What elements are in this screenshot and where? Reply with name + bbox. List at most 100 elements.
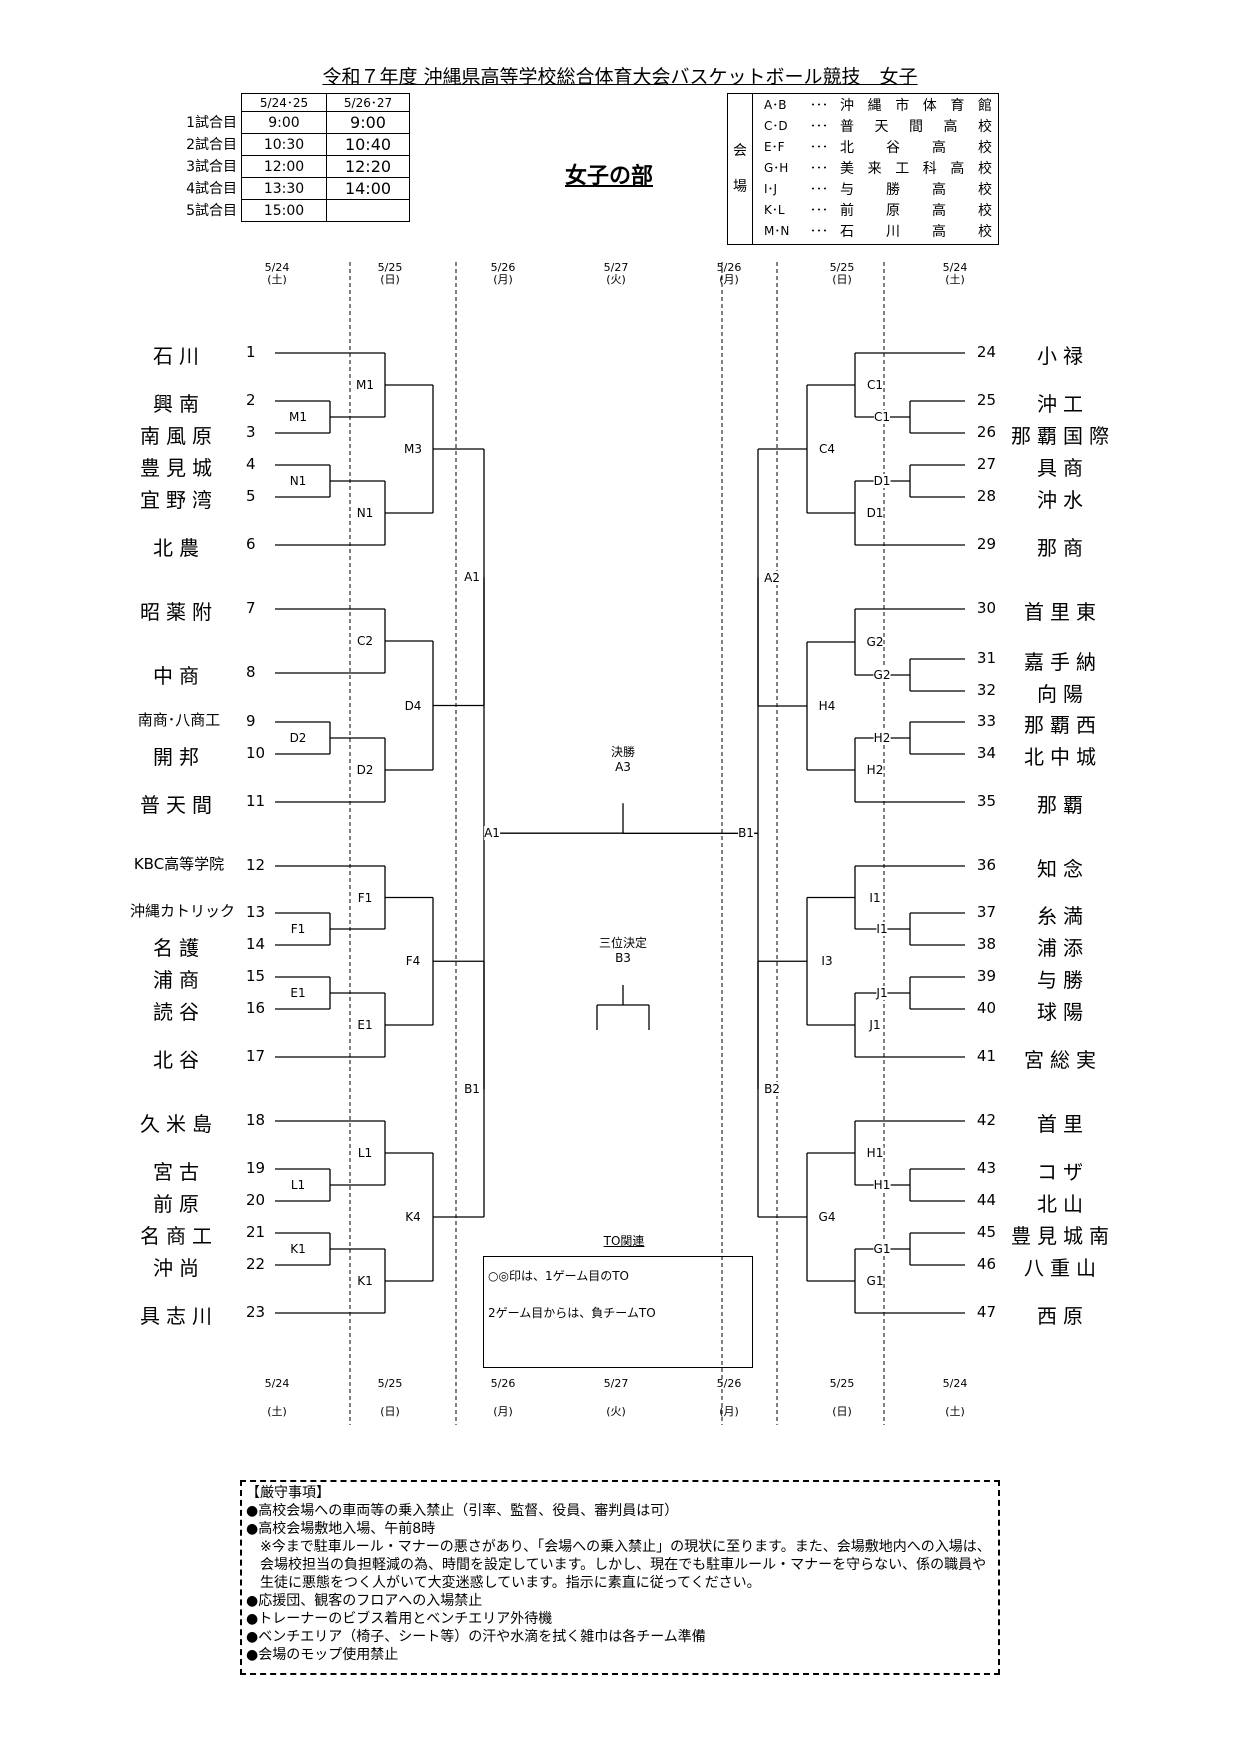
date-header: 5/25(日) — [365, 1378, 415, 1418]
schedule-col-header: 5/26･27 — [326, 93, 410, 112]
match-code-r4: B1 — [464, 1082, 480, 1097]
team-name-left: 具志川 — [140, 1304, 218, 1328]
venue-name: 美来工科高校 — [840, 160, 994, 177]
match-code-r4: A2 — [764, 570, 780, 585]
match-code-r2: E1 — [357, 1018, 373, 1032]
date-header: 5/26(月) — [478, 1378, 528, 1418]
venue-dots: ･･･ — [810, 98, 829, 112]
seed-number-left: 14 — [246, 935, 266, 953]
schedule-row-label: 5試合目 — [186, 202, 237, 219]
match-code-r1: I1 — [876, 922, 888, 936]
rules-line: ●会場のモップ使用禁止 — [246, 1647, 399, 1663]
team-name-right: 浦添 — [1037, 936, 1089, 960]
team-name-right: 知念 — [1037, 857, 1089, 881]
venue-code: M･N — [764, 224, 790, 238]
date-header: 5/26(月) — [478, 262, 528, 286]
match-code-r1: N1 — [289, 474, 307, 488]
venue-code: E･F — [764, 140, 785, 154]
team-name-right: 糸満 — [1037, 904, 1089, 928]
date-label: 5/24 — [942, 261, 968, 274]
seed-number-left: 20 — [246, 1191, 266, 1209]
team-name-right: 西原 — [1037, 1304, 1089, 1328]
schedule-row-label: 2試合目 — [186, 136, 237, 153]
team-name-right: 沖水 — [1037, 488, 1089, 512]
rules-line: ●高校会場への車両等の乗入禁止（引率、監督、役員、審判員は可） — [246, 1503, 679, 1519]
match-code-r2: K1 — [357, 1274, 373, 1288]
rules-line: ●トレーナーのビブス着用とベンチエリア外待機 — [246, 1611, 553, 1627]
venue-name: 北谷高校 — [840, 139, 994, 156]
seed-number-right: 24 — [976, 343, 996, 361]
seed-number-right: 39 — [976, 967, 996, 985]
match-code-r3: H4 — [818, 699, 836, 713]
date-header: 5/24(土) — [930, 262, 980, 286]
team-name-right: 向陽 — [1037, 682, 1089, 706]
final-code: A3 — [615, 760, 631, 774]
date-label: 5/24 — [942, 1377, 968, 1390]
venue-code: G･H — [764, 161, 789, 175]
seed-number-right: 40 — [976, 999, 996, 1017]
day-label: (日) — [832, 273, 852, 286]
day-label: (日) — [380, 1405, 400, 1418]
team-name-right: 那商 — [1037, 536, 1089, 560]
seed-number-right: 38 — [976, 935, 996, 953]
seed-number-right: 28 — [976, 487, 996, 505]
date-header: 5/26(月) — [704, 262, 754, 286]
seed-number-right: 42 — [976, 1111, 996, 1129]
match-code-r3: D4 — [404, 698, 422, 713]
seed-number-left: 1 — [246, 343, 256, 361]
team-name-right: 那覇国際 — [1011, 424, 1115, 448]
team-name-left: 前原 — [153, 1192, 205, 1216]
day-label: (土) — [945, 1405, 965, 1418]
venue-name: 石川高校 — [840, 223, 994, 240]
third-place-code: B3 — [615, 951, 631, 965]
team-name-left: 北谷 — [153, 1048, 205, 1072]
date-header: 5/25(日) — [817, 262, 867, 286]
seed-number-left: 3 — [246, 423, 256, 441]
match-code-r2: C2 — [356, 634, 374, 648]
seed-number-left: 9 — [246, 712, 256, 730]
team-name-left: 興南 — [153, 392, 205, 416]
match-code-r2: H1 — [866, 1146, 884, 1160]
match-code-r2: D1 — [866, 506, 884, 520]
schedule-cell: 10:40 — [326, 133, 410, 156]
match-code-r1: H1 — [873, 1178, 891, 1192]
seed-number-left: 18 — [246, 1111, 266, 1129]
to-line: ○◎印は、1ゲーム目のTO — [488, 1269, 629, 1283]
team-name-right: 宮総実 — [1024, 1048, 1102, 1072]
day-label: (火) — [606, 1405, 626, 1418]
rules-header: 【厳守事項】 — [246, 1485, 330, 1501]
seed-number-right: 47 — [976, 1303, 996, 1321]
match-code-r1: J1 — [876, 986, 888, 1000]
date-header: 5/24(土) — [252, 1378, 302, 1418]
team-name-left: 中商 — [153, 664, 205, 688]
team-name-left: 昭薬附 — [140, 600, 218, 624]
team-name-right: 与勝 — [1037, 968, 1089, 992]
day-label: (月) — [719, 273, 739, 286]
to-line: 2ゲーム目からは、負チームTO — [488, 1306, 656, 1320]
schedule-col-header: 5/24･25 — [241, 93, 327, 112]
match-code-r4: B2 — [764, 1082, 780, 1097]
seed-number-right: 43 — [976, 1159, 996, 1177]
match-code-r1: M1 — [289, 410, 307, 424]
match-code-r1: L1 — [290, 1178, 306, 1192]
date-header: 5/27(火) — [591, 1378, 641, 1418]
seed-number-right: 30 — [976, 599, 996, 617]
team-name-right: 那覇西 — [1024, 713, 1102, 737]
match-code-r3: M3 — [404, 442, 422, 456]
team-name-right: コザ — [1037, 1160, 1089, 1184]
match-code-r3: F4 — [405, 954, 421, 969]
venue-dots: ･･･ — [810, 203, 829, 217]
team-name-right: 首里東 — [1024, 600, 1102, 624]
venue-row: M･N･･･石川高校 — [764, 220, 994, 241]
team-name-right: 八重山 — [1024, 1256, 1102, 1280]
section-title: 女子の部 — [565, 164, 654, 189]
match-code-r2: F1 — [357, 890, 373, 905]
venue-row: I･J･･･与勝高校 — [764, 178, 994, 199]
schedule-cell: 9:00 — [326, 111, 410, 134]
schedule-cell: 15:00 — [241, 199, 327, 222]
date-header: 5/27(火) — [591, 262, 641, 286]
match-code-r1: G2 — [873, 668, 891, 682]
third-place-label: 三位決定 B3 — [583, 936, 663, 966]
seed-number-left: 6 — [246, 535, 256, 553]
